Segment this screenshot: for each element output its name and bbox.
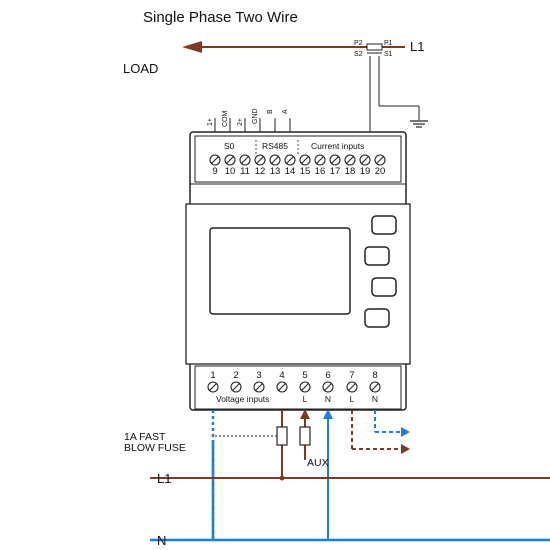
- meter-button-2[interactable]: [364, 246, 390, 266]
- group-rs485-label: RS485: [262, 141, 288, 151]
- ct-s2: S2: [354, 51, 363, 58]
- meter-button-1[interactable]: [371, 215, 397, 235]
- screw-terminal-18: [344, 154, 356, 166]
- terminal-12: 12: [255, 166, 266, 177]
- n-label: N: [157, 533, 166, 548]
- sub-label-8-n: N: [372, 394, 378, 404]
- screw-terminal-1: [207, 381, 219, 393]
- screw-terminal-5: [299, 381, 311, 393]
- screw-terminal-10: [224, 154, 236, 166]
- ground-icon: [410, 120, 428, 128]
- terminal-16: 16: [315, 166, 326, 177]
- terminal-15: 15: [300, 166, 311, 177]
- terminal-18: 18: [345, 166, 356, 177]
- screw-terminal-4: [276, 381, 288, 393]
- fuse-label-line1: 1A FAST: [124, 431, 166, 443]
- terminal-19: 19: [360, 166, 371, 177]
- diagram-title: Single Phase Two Wire: [143, 9, 298, 26]
- screw-terminal-2: [230, 381, 242, 393]
- screw-terminal-14: [284, 154, 296, 166]
- screw-terminal-20: [374, 154, 386, 166]
- aux-label: AUX: [307, 457, 329, 469]
- load-arrow: [182, 41, 202, 53]
- fuse-aux: [299, 426, 311, 446]
- terminal-10: 10: [225, 166, 236, 177]
- screw-terminal-16: [314, 154, 326, 166]
- terminal-6: 6: [325, 370, 330, 381]
- terminal-5: 5: [302, 370, 307, 381]
- terminal-3: 3: [256, 370, 261, 381]
- top-terminal-screws: [209, 154, 386, 166]
- bottom-terminal-screws: [207, 381, 381, 393]
- terminal-20: 20: [375, 166, 386, 177]
- l1-label: L1: [157, 471, 171, 486]
- live-wiring: [150, 409, 550, 481]
- neutral-wiring: [150, 409, 550, 542]
- screw-terminal-13: [269, 154, 281, 166]
- screw-terminal-3: [253, 381, 265, 393]
- screw-terminal-8: [369, 381, 381, 393]
- fuse-1: [276, 426, 288, 446]
- screw-terminal-12: [254, 154, 266, 166]
- wire-label-gnd: GND: [252, 108, 259, 124]
- terminal-1: 1: [210, 370, 215, 381]
- ct-s1: S1: [384, 51, 393, 58]
- wire-label-2plus: 2+: [237, 118, 244, 126]
- group-current-label: Current inputs: [311, 141, 364, 151]
- terminal-17: 17: [330, 166, 341, 177]
- bottom-terminal-numbers: 1 2 3 4 5 6 7 8: [210, 370, 377, 381]
- meter-button-3[interactable]: [371, 277, 397, 297]
- sub-label-5-l: L: [303, 394, 308, 404]
- screw-terminal-7: [346, 381, 358, 393]
- terminal-2: 2: [233, 370, 238, 381]
- screw-terminal-9: [209, 154, 221, 166]
- terminal-9: 9: [212, 166, 217, 177]
- lcd-display: [209, 227, 351, 315]
- wire-label-b: B: [267, 109, 274, 114]
- wire-label-1plus: 1+: [207, 118, 214, 126]
- wire-label-com: COM: [222, 111, 229, 128]
- ct-p2: P2: [354, 40, 363, 47]
- current-transformer: P2 P1 S2 S1: [354, 40, 420, 136]
- ct-p1: P1: [384, 40, 393, 47]
- group-voltage-label: Voltage inputs: [216, 394, 269, 404]
- screw-terminal-19: [359, 154, 371, 166]
- terminal-8: 8: [372, 370, 377, 381]
- top-terminal-numbers: 9 10 11 12 13 14 15 16 17 18 19 20: [212, 166, 385, 177]
- group-s0-label: S0: [224, 141, 235, 151]
- screw-terminal-17: [329, 154, 341, 166]
- terminal-11: 11: [240, 166, 250, 177]
- terminal-13: 13: [270, 166, 281, 177]
- fuse-label-line2: BLOW FUSE: [124, 442, 186, 454]
- load-label: LOAD: [123, 61, 158, 76]
- sub-label-6-n: N: [325, 394, 331, 404]
- terminal-7: 7: [349, 370, 354, 381]
- l1-top-label: L1: [410, 39, 424, 54]
- screw-terminal-15: [299, 154, 311, 166]
- screw-terminal-11: [239, 154, 251, 166]
- terminal-14: 14: [285, 166, 296, 177]
- wire-label-a: A: [282, 109, 289, 114]
- meter-button-4[interactable]: [364, 308, 390, 328]
- terminal-4: 4: [279, 370, 284, 381]
- sub-label-7-l: L: [350, 394, 355, 404]
- screw-terminal-6: [322, 381, 334, 393]
